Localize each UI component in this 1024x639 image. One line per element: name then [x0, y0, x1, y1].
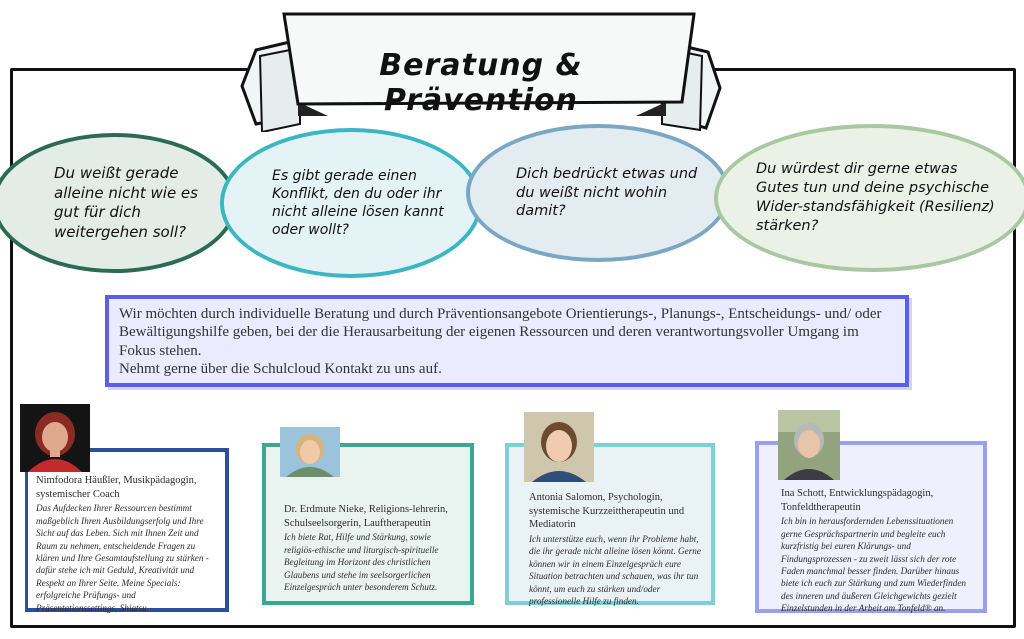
question-text-2: Es gibt gerade einen Konflikt, den du od… [272, 167, 444, 239]
person-card-1: Nimfodora Häußler, Musikpädagogin, syste… [25, 448, 229, 613]
person-name-4: Ina Schott, Entwicklungspädagogin, Tonfe… [781, 488, 934, 513]
portrait-photo-icon [280, 427, 340, 477]
portrait-photo-3 [524, 412, 594, 482]
question-text-4: Du würdest dir gerne etwas Gutes tun und… [756, 161, 995, 234]
person-name-3: Antonia Salomon, Psychologin, systemisch… [529, 492, 685, 531]
portrait-photo-2 [280, 427, 340, 477]
person-description-4: Ich bin in herausfordernden Lebenssituat… [781, 516, 966, 614]
contact-note: Nehmt gerne über die Schulcloud Kontakt … [119, 360, 442, 377]
title-banner: Beratung & Prävention [236, 12, 726, 132]
person-description-3: Ich unterstütze euch, wenn ihr Probleme … [529, 533, 701, 607]
banner-ribbon-icon [240, 12, 722, 132]
info-paragraph: Wir möchten durch individuelle Beratung … [119, 306, 882, 359]
question-bubble-3: Dich bedrückt etwas und du weißt nicht w… [466, 124, 730, 262]
portrait-photo-4 [778, 410, 840, 480]
person-name-1: Nimfodora Häußler, Musikpädagogin, syste… [36, 475, 197, 500]
portrait-photo-1 [20, 404, 90, 472]
person-description-2: Ich biete Rat, Hilfe und Stärkung, sowie… [284, 532, 439, 592]
portrait-photo-icon [20, 404, 90, 472]
portrait-photo-icon [524, 412, 594, 482]
question-text-1: Du weißt gerade alleine nicht wie es gut… [54, 164, 198, 241]
question-bubble-2: Es gibt gerade einen Konflikt, den du od… [220, 128, 482, 278]
info-box: Wir möchten durch individuelle Beratung … [105, 295, 909, 387]
question-bubble-1: Du weißt gerade alleine nicht wie es gut… [0, 133, 237, 273]
question-text-3: Dich bedrückt etwas und du weißt nicht w… [516, 165, 698, 220]
person-description-1: Das Aufdecken Ihrer Ressourcen bestimmt … [36, 503, 209, 613]
person-name-2: Dr. Erdmute Nieke, Religions-lehrerin, S… [284, 504, 448, 529]
portrait-photo-icon [778, 410, 840, 480]
question-bubble-4: Du würdest dir gerne etwas Gutes tun und… [714, 124, 1024, 272]
page-title: Beratung & Prävention [379, 48, 583, 118]
